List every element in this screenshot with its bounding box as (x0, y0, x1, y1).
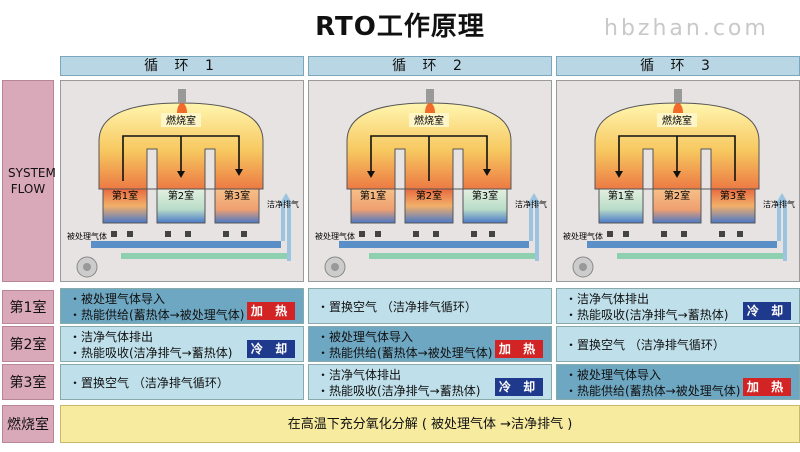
cell-line: ・置换空气 （洁净排气循环） (317, 300, 477, 314)
cell-line: ・洁净气体排出 (565, 292, 650, 306)
row-label-system-flow: SYSTEM FLOW (2, 80, 56, 282)
rto-diagram: 燃烧室 第1室 第2室 第3室 被处理气体 洁净排气 (315, 89, 547, 278)
treated-gas-label: 被处理气体 (315, 231, 355, 241)
combustion-chamber-label-bg (161, 113, 201, 127)
treated-gas-label: 被处理气体 (563, 231, 603, 241)
cycle-2-header: 循 环 2 (308, 56, 552, 76)
system-flow-diagram-cycle-2: 燃烧室 第1室 第2室 第3室 被处理气体 洁净排气 (308, 80, 552, 282)
cell-cycle2-room1: ・置换空气 （洁净排气循环） (308, 288, 552, 324)
cell-cycle3-room2: ・置换空气 （洁净排气循环） (556, 326, 800, 362)
room1-label: 第1室 (360, 189, 386, 202)
clean-exhaust-label: 洁净排气 (515, 199, 547, 209)
room3-label: 第3室 (224, 189, 250, 202)
cooling-badge: 冷 却 (247, 340, 295, 358)
row-label-room3: 第3室 (2, 364, 54, 400)
cell-line: ・洁净气体排出 (69, 330, 154, 344)
cell-line: ・被处理气体导入 (565, 368, 662, 382)
heating-badge: 加 热 (495, 340, 543, 358)
combustor-description: 在高温下充分氧化分解 ( 被处理气体 →洁净排气 ) (60, 405, 800, 443)
room1-label: 第1室 (112, 189, 138, 202)
cell-line: ・被处理气体导入 (317, 330, 414, 344)
clean-exhaust-label: 洁净排气 (267, 199, 299, 209)
cell-line: ・热能供给(蓄热体→被处理气体) (565, 384, 741, 398)
treated-gas-label: 被处理气体 (67, 231, 107, 241)
cooling-badge: 冷 却 (743, 302, 791, 320)
rto-diagram: 燃烧室 第1室 第2室 第3室 被处理气体 洁净排气 (67, 89, 299, 278)
page-title: RTO工作原理 (315, 12, 485, 42)
cooling-badge: 冷 却 (495, 378, 543, 396)
heating-badge: 加 热 (247, 302, 295, 320)
cell-line: ・热能供给(蓄热体→被处理气体) (317, 346, 493, 360)
row-label-room2: 第2室 (2, 326, 54, 362)
system-flow-diagram-cycle-3: 燃烧室 第1室 第2室 第3室 被处理气体 洁净排气 (556, 80, 800, 282)
combustion-chamber-label: 燃烧室 (414, 114, 444, 127)
cell-cycle1-room3: ・置换空气 （洁净排气循环） (60, 364, 304, 400)
cell-line: ・热能吸收(洁净排气→蓄热体) (317, 384, 481, 398)
cell-cycle3-room1: ・洁净气体排出 ・热能吸收(洁净排气→蓄热体) 冷 却 (556, 288, 800, 324)
rto-diagram: 燃烧室 第1室 第2室 第3室 被处理气体 洁净排气 (563, 89, 795, 278)
combustion-chamber-label: 燃烧室 (166, 114, 196, 127)
cell-cycle2-room2: ・被处理气体导入 ・热能供给(蓄热体→被处理气体) 加 热 (308, 326, 552, 362)
cycle-3-header: 循 环 3 (556, 56, 800, 76)
row-label-combustor: 燃烧室 (2, 405, 54, 443)
combustion-chamber-label: 燃烧室 (662, 114, 692, 127)
cell-line: ・热能吸收(洁净排气→蓄热体) (565, 308, 729, 322)
clean-exhaust-label: 洁净排气 (763, 199, 795, 209)
cycle-1-header: 循 环 1 (60, 56, 304, 76)
room2-label: 第2室 (416, 189, 442, 202)
cell-cycle2-room3: ・洁净气体排出 ・热能吸收(洁净排气→蓄热体) 冷 却 (308, 364, 552, 400)
cell-line: ・热能吸收(洁净排气→蓄热体) (69, 346, 233, 360)
cell-line: ・被处理气体导入 (69, 292, 166, 306)
room2-label: 第2室 (168, 189, 194, 202)
room3-label: 第3室 (472, 189, 498, 202)
cell-cycle1-room2: ・洁净气体排出 ・热能吸收(洁净排气→蓄热体) 冷 却 (60, 326, 304, 362)
room3-label: 第3室 (720, 189, 746, 202)
watermark: hbzhan.com (604, 16, 769, 41)
room2-label: 第2室 (664, 189, 690, 202)
cell-cycle3-room3: ・被处理气体导入 ・热能供给(蓄热体→被处理气体) 加 热 (556, 364, 800, 400)
cell-line: ・置换空气 （洁净排气循环） (69, 376, 229, 390)
system-flow-label: SYSTEM FLOW (8, 166, 56, 196)
cell-line: ・洁净气体排出 (317, 368, 402, 382)
cell-line: ・置换空气 （洁净排气循环） (565, 338, 725, 352)
heating-badge: 加 热 (743, 378, 791, 396)
system-flow-diagram-cycle-1: 燃烧室 第1室 第2室 第3室 被处理气体 洁净排气 (60, 80, 304, 282)
room1-label: 第1室 (608, 189, 634, 202)
row-label-room1: 第1室 (2, 290, 54, 324)
cell-cycle1-room1: ・被处理气体导入 ・热能供给(蓄热体→被处理气体) 加 热 (60, 288, 304, 324)
cell-line: ・热能供给(蓄热体→被处理气体) (69, 308, 245, 322)
